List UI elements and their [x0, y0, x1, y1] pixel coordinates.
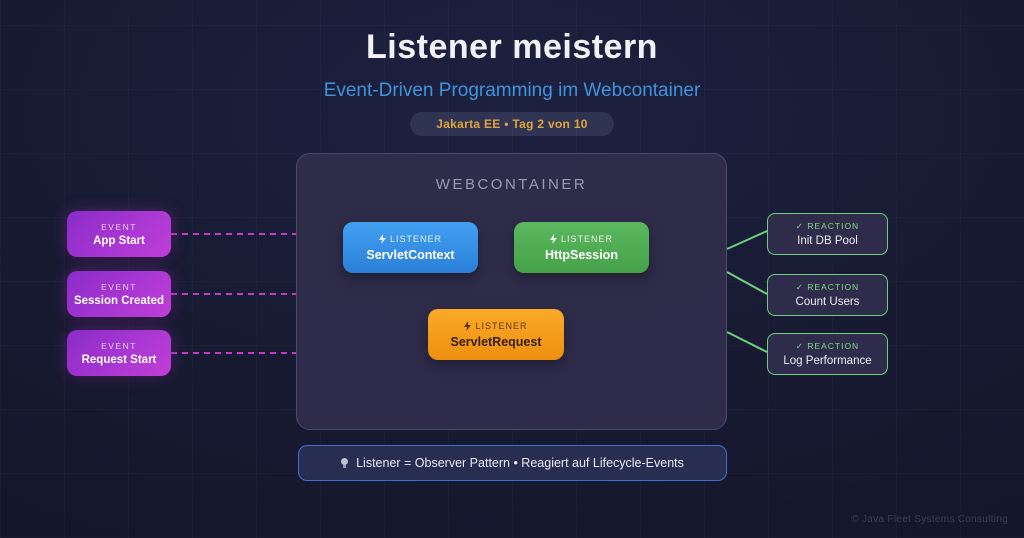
course-badge: Jakarta EE • Tag 2 von 10	[410, 112, 614, 136]
reaction-label: ✓ REACTION	[795, 282, 860, 292]
listener-label: LISTENER	[464, 320, 528, 331]
event-card-request-start: EVENT Request Start	[67, 330, 171, 376]
listener-card-servletcontext: LISTENER ServletContext	[343, 222, 478, 273]
footer-note-box: Listener = Observer Pattern • Reagiert a…	[298, 445, 727, 481]
reaction-title: Count Users	[795, 296, 860, 308]
listener-title: HttpSession	[545, 247, 618, 262]
listener-title: ServletRequest	[450, 334, 542, 349]
event-label: EVENT	[101, 221, 137, 232]
event-label: EVENT	[101, 340, 137, 351]
page-subtitle: Event-Driven Programming im Webcontainer	[323, 80, 701, 101]
event-title: App Start	[93, 234, 145, 247]
event-title: Request Start	[81, 353, 157, 366]
reaction-card-init-db-pool: ✓ REACTION Init DB Pool	[767, 213, 888, 255]
copyright-text: © Java Fleet Systems Consulting	[851, 514, 1008, 525]
listener-label-text: LISTENER	[475, 320, 528, 331]
lightning-icon	[378, 233, 386, 244]
reaction-card-count-users: ✓ REACTION Count Users	[767, 274, 888, 316]
reaction-title: Init DB Pool	[797, 235, 858, 247]
webcontainer-box: WEBCONTAINER LISTENER ServletContext LIS…	[296, 153, 727, 430]
reaction-card-log-performance: ✓ REACTION Log Performance	[767, 333, 888, 375]
listener-card-httpsession: LISTENER HttpSession	[514, 222, 649, 273]
listener-card-servletrequest: LISTENER ServletRequest	[428, 309, 564, 360]
lightbulb-icon	[341, 458, 349, 468]
reaction-line-3	[726, 331, 768, 353]
reaction-label: ✓ REACTION	[795, 221, 860, 231]
reaction-title: Log Performance	[783, 355, 872, 367]
lightning-icon	[549, 233, 557, 244]
listener-label: LISTENER	[378, 233, 442, 244]
listener-title: ServletContext	[366, 247, 455, 262]
footer-note-text: Listener = Observer Pattern • Reagiert a…	[356, 456, 684, 470]
reaction-line-2	[726, 271, 768, 295]
webcontainer-title: WEBCONTAINER	[435, 176, 588, 193]
reaction-line-1	[726, 230, 768, 250]
lightning-icon	[464, 320, 472, 331]
reaction-label: ✓ REACTION	[795, 341, 860, 351]
event-title: Session Created	[73, 294, 165, 307]
listener-label: LISTENER	[549, 233, 613, 244]
event-label: EVENT	[101, 281, 137, 292]
listener-label-text: LISTENER	[389, 233, 442, 244]
event-card-session-created: EVENT Session Created	[67, 271, 171, 317]
event-card-app-start: EVENT App Start	[67, 211, 171, 257]
listener-label-text: LISTENER	[560, 233, 613, 244]
page-title: Listener meistern	[366, 28, 658, 66]
